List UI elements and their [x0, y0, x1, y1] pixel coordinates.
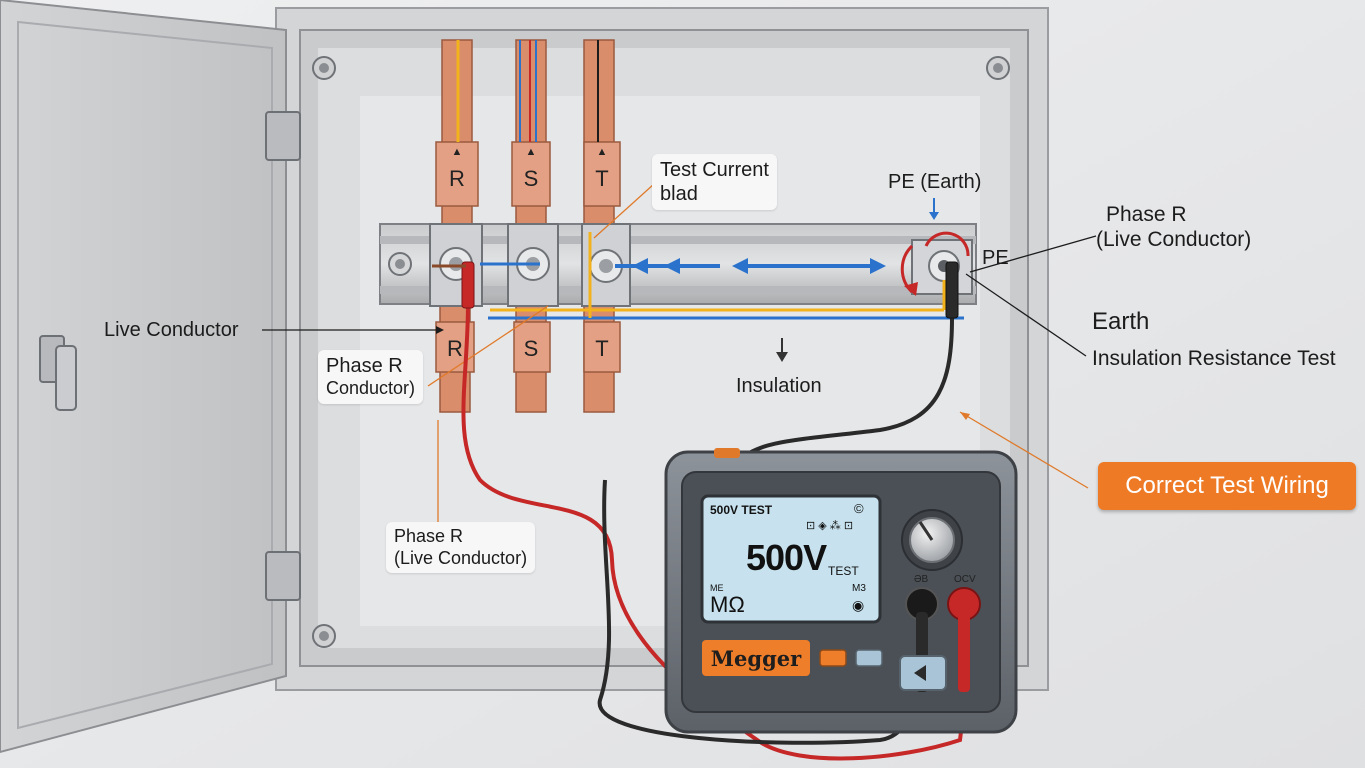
label-pe: PE [982, 247, 1009, 269]
terminal-red[interactable] [947, 587, 981, 692]
label-live-conductor: Live Conductor [104, 319, 239, 341]
terminal-blocks [429, 223, 973, 307]
lcd-unit: MΩ [710, 592, 745, 617]
label-phase-r-left-line1: Phase R [326, 355, 403, 377]
correct-test-wiring-badge[interactable]: Correct Test Wiring [1098, 462, 1356, 510]
busbar-label-top: T [595, 166, 609, 191]
terminal-left-label: ƏB [914, 574, 929, 585]
label-phase-r-left: Phase R Conductor) [318, 350, 424, 404]
label-test-current-line2: blad [660, 183, 698, 205]
hinge-icon [265, 551, 301, 601]
label-insulation-resistance-test: Insulation Resistance Test [1092, 347, 1336, 370]
lcd-header: 500V TEST [710, 503, 773, 517]
cabinet-door [0, 0, 301, 754]
busbar-label-bottom: T [595, 336, 609, 361]
hinge-icon [265, 111, 301, 161]
rotary-dial[interactable] [901, 509, 963, 571]
play-left-icon [914, 665, 926, 681]
label-phase-r-lower-line1: Phase R [394, 526, 464, 546]
label-test-current-line1: Test Current [660, 159, 769, 181]
lcd-reading: 500V [746, 537, 827, 578]
label-insulation: Insulation [736, 375, 822, 397]
busbar-label-bottom: R [447, 336, 463, 361]
label-phase-r-lower-line2: (Live Conductor) [394, 547, 528, 568]
orange-button[interactable] [819, 649, 847, 667]
label-phase-r-right-line1: Phase R [1106, 203, 1187, 226]
door-handle-icon [39, 335, 77, 411]
label-earth: Earth [1092, 308, 1150, 335]
arrow-right-icon [870, 258, 886, 274]
label-test-current: Test Current blad [652, 154, 777, 210]
label-phase-r-right-line2: (Live Conductor) [1096, 228, 1252, 252]
arrow-left-icon [732, 258, 748, 274]
screw-icon [388, 252, 412, 276]
arrow-down-icon [929, 198, 939, 220]
busbar-label-top: S [523, 166, 539, 191]
copyright-icon: © [854, 501, 864, 516]
lcd-reading-suffix: TEST [828, 564, 859, 578]
blue-button[interactable] [855, 649, 883, 667]
callout-lines [262, 183, 1097, 522]
arrow-down-icon [776, 338, 788, 362]
screw-icon [312, 624, 336, 648]
terminal-right-label: OCV [954, 574, 976, 585]
test-current-flow [480, 231, 970, 320]
label-pe-earth: PE (Earth) [888, 171, 982, 193]
test-lead-red [432, 261, 968, 761]
busbar-arrow-icon: ▲ [451, 146, 463, 158]
busbar-arrow-icon: ▲ [525, 146, 537, 158]
busbar-label-top: R [449, 166, 465, 191]
busbar-arrow-icon: ▲ [596, 146, 608, 158]
screw-icon [986, 56, 1010, 80]
compass-icon: ◉ [852, 597, 865, 613]
lcd-m3: M3 [852, 583, 866, 594]
label-phase-r-lower: Phase R (Live Conductor) [386, 522, 536, 574]
megger-brand-logo: Megger [702, 640, 810, 676]
arrow-left-icon [664, 258, 680, 274]
busbar-label-bottom: S [523, 336, 539, 361]
arrow-left-icon [632, 258, 648, 274]
lcd-status-icons: ⊡ ◈ ⁂ ⊡ [806, 520, 854, 532]
label-phase-r-left-line2: Conductor) [326, 378, 416, 398]
lcd-screen [700, 494, 882, 624]
label-phase-r-right: Phase R (Live Conductor) [1096, 202, 1251, 252]
rotation-arrow-icon [904, 282, 918, 296]
screw-icon [312, 56, 336, 80]
lcd-unit-small: MΕ [710, 583, 724, 593]
